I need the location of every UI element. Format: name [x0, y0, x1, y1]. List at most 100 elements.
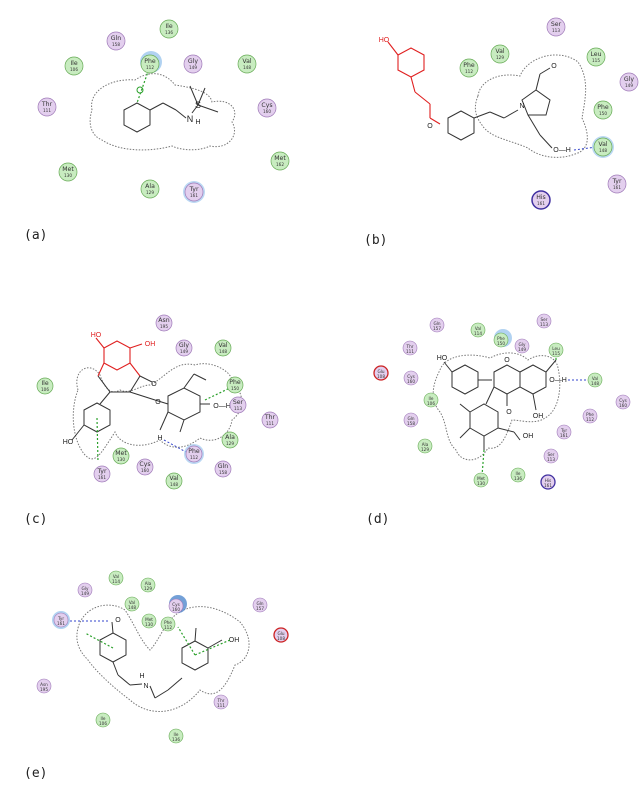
svg-text:130: 130 — [117, 457, 125, 462]
svg-text:Thr: Thr — [406, 344, 414, 349]
residue-cys-160-d: Cys 160 — [403, 370, 419, 386]
residue-tyr-161-a: Tyr 161 — [183, 181, 205, 203]
svg-text:160: 160 — [407, 379, 415, 384]
residue-tyr-161-d: Tyr 161 — [556, 424, 572, 440]
hydrogen-bond-line-c2 — [163, 439, 187, 453]
hydroxyl-label-b: HO — [379, 37, 390, 44]
nitrogen-atom-label-b: N — [519, 103, 524, 110]
svg-text:158: 158 — [112, 42, 120, 47]
svg-text:Ser: Ser — [548, 452, 555, 457]
residue-phe-150-b: Phe 150 — [593, 100, 613, 120]
svg-text:160: 160 — [263, 109, 271, 114]
residue-ala-129-c: Ala 129 — [221, 431, 239, 449]
svg-text:Cys: Cys — [139, 461, 150, 468]
pi-stacking-line-c — [96, 417, 99, 463]
hydroxyl-label-d: HO — [437, 355, 448, 362]
svg-text:129: 129 — [421, 447, 429, 452]
svg-text:Tyr: Tyr — [188, 186, 198, 193]
panel-d: HO O O—H O OH OH Gln 157 — [366, 313, 631, 527]
svg-text:Phe: Phe — [497, 336, 505, 341]
panel-label-d: (d) — [366, 512, 389, 527]
svg-text:113: 113 — [234, 406, 242, 411]
svg-text:149: 149 — [189, 65, 197, 70]
svg-text:158: 158 — [407, 421, 415, 426]
residue-ile-106-d: Ile 106 — [423, 392, 439, 408]
svg-text:Cys: Cys — [407, 374, 415, 379]
svg-text:Ile: Ile — [516, 471, 521, 476]
residue-glu-108-e: Glu 108 — [273, 627, 289, 643]
binding-pocket-outline-e — [76, 604, 250, 712]
svg-text:Phe: Phe — [188, 448, 200, 455]
panel-c: HO OH O HO O H O—H — [24, 314, 279, 527]
svg-text:Gly: Gly — [82, 586, 89, 591]
svg-text:Leu: Leu — [552, 346, 560, 351]
hydroxyl-red-label-2: OH — [145, 341, 156, 348]
svg-text:136: 136 — [172, 737, 180, 742]
hydroxyl-label-d2: OH — [533, 413, 544, 420]
residue-phe-112-b: Phe 112 — [459, 58, 479, 78]
svg-text:130: 130 — [477, 481, 485, 486]
svg-text:Thr: Thr — [41, 101, 53, 108]
svg-text:114: 114 — [474, 331, 482, 336]
residue-ser-113-c: Ser 113 — [229, 396, 247, 414]
hydroxyl-label-e: OH — [229, 637, 240, 644]
sulfur-atom-label: S — [195, 100, 201, 110]
aldehyde-oxygen-label-b: O — [551, 63, 557, 70]
residue-val-129-b: Val 129 — [490, 44, 510, 64]
amide-n-label-e: N — [143, 683, 148, 690]
svg-text:112: 112 — [190, 455, 198, 460]
hydroxyl-red-label-1: HO — [91, 332, 102, 339]
svg-text:Phe: Phe — [597, 104, 609, 111]
pi-stacking-line-c2 — [204, 385, 235, 401]
svg-text:108: 108 — [377, 374, 385, 379]
residue-val-148-c: Val 148 — [214, 339, 232, 357]
svg-text:160: 160 — [172, 607, 180, 612]
svg-text:149: 149 — [180, 349, 188, 354]
binding-pocket-outline-a — [89, 73, 236, 151]
svg-text:149: 149 — [518, 347, 526, 352]
pi-centroid-a — [136, 86, 144, 94]
svg-text:161: 161 — [560, 433, 568, 438]
svg-text:129: 129 — [146, 190, 154, 195]
svg-text:Phe: Phe — [164, 620, 172, 625]
svg-text:His: His — [545, 478, 552, 483]
ligand-e: O H N OH — [99, 617, 240, 699]
svg-text:158: 158 — [219, 470, 227, 475]
residue-ile-136-e: Ile 136 — [168, 728, 184, 744]
svg-text:157: 157 — [433, 326, 441, 331]
svg-text:Ala: Ala — [422, 442, 429, 447]
svg-text:Met: Met — [145, 617, 153, 622]
svg-text:Glu: Glu — [277, 631, 284, 636]
hydroxymethyl-label-d: OH — [523, 433, 534, 440]
residue-cys-160-c: Cys 160 — [136, 458, 154, 476]
svg-text:Val: Val — [113, 574, 119, 579]
svg-text:Val: Val — [169, 475, 179, 482]
svg-text:111: 111 — [406, 349, 414, 354]
svg-text:Ala: Ala — [145, 581, 152, 586]
residue-tyr-161-c: Tyr 161 — [93, 465, 111, 483]
pi-stacking-line-e3 — [194, 639, 231, 656]
svg-text:Phe: Phe — [144, 58, 156, 65]
hydrogen-label-c: H — [157, 435, 162, 442]
svg-text:Ile: Ile — [70, 60, 78, 67]
binding-pocket-outline-d — [432, 352, 561, 461]
svg-text:Val: Val — [592, 376, 598, 381]
residue-met-130-c: Met 130 — [112, 447, 130, 465]
svg-text:Tyr: Tyr — [96, 468, 106, 475]
residue-gly-149-d: Gly 149 — [514, 338, 530, 354]
svg-text:112: 112 — [146, 65, 154, 70]
residue-met-130-a: Met 130 — [58, 162, 78, 182]
residue-gly-149-b: Gly 149 — [619, 72, 639, 92]
binding-pocket-outline-b — [474, 54, 588, 158]
svg-text:115: 115 — [592, 58, 600, 63]
svg-text:148: 148 — [219, 349, 227, 354]
residue-ile-106-c: Ile 106 — [36, 377, 54, 395]
binding-pocket-outline-c — [72, 363, 243, 460]
svg-text:195: 195 — [40, 687, 48, 692]
svg-text:Cys: Cys — [172, 602, 180, 607]
panel-label-e: (e) — [24, 766, 47, 781]
svg-text:136: 136 — [514, 476, 522, 481]
ligand-c: HO OH O HO O H O—H — [63, 332, 231, 446]
residue-asn-195-e: Asn 195 — [36, 678, 52, 694]
